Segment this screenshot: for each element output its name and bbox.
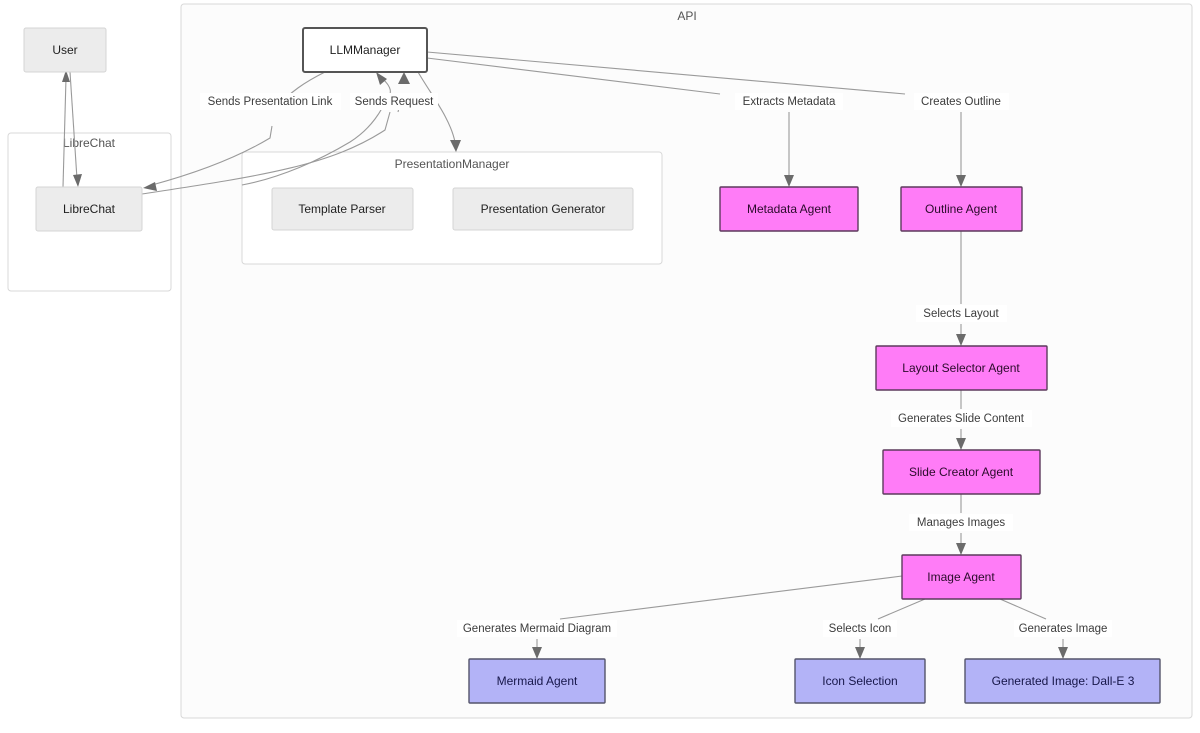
node-presentation-generator[interactable]: Presentation Generator <box>452 187 634 231</box>
edge-label-sends-request: Sends Request <box>350 93 438 110</box>
node-mermaid-agent-rect[interactable] <box>468 658 606 704</box>
edge-librechat-user <box>62 70 70 188</box>
cluster-api-label: API <box>677 9 696 23</box>
edge-label-generates-mermaid-diagram: Generates Mermaid Diagram <box>457 620 617 637</box>
node-user[interactable]: User <box>23 27 107 73</box>
node-layout-selector-agent[interactable]: Layout Selector Agent <box>875 345 1048 391</box>
node-template-parser-rect[interactable] <box>271 187 414 231</box>
node-metadata-agent-label: Metadata Agent <box>747 202 832 216</box>
edge-label-generates-slide-content: Generates Slide Content <box>891 410 1032 427</box>
node-template-parser[interactable]: Template Parser <box>271 187 414 231</box>
edge-label-selects-layout: Selects Layout <box>916 305 1007 322</box>
edge-label-creates-outline: Creates Outline <box>914 93 1009 110</box>
edge-librechat-llmmanager <box>141 72 391 195</box>
node-template-parser-label: Template Parser <box>298 202 385 216</box>
edge-label-text: Extracts Metadata <box>743 96 836 108</box>
node-outline-agent[interactable]: Outline Agent <box>900 186 1023 232</box>
node-librechat-label: LibreChat <box>63 202 116 216</box>
node-image-agent-label: Image Agent <box>927 570 995 584</box>
node-outline-agent-rect[interactable] <box>900 186 1023 232</box>
node-llmmanager[interactable]: LLMManager <box>302 27 428 73</box>
node-slide-creator-agent-label: Slide Creator Agent <box>909 465 1014 479</box>
node-image-agent-rect[interactable] <box>901 554 1022 600</box>
node-icon-selection-label: Icon Selection <box>822 674 897 688</box>
edge-layout-slide <box>956 390 966 450</box>
edge-llmmanager-outline <box>426 51 966 187</box>
edge-label-manages-images: Manages Images <box>909 514 1013 531</box>
edge-image-mermaid <box>532 575 903 659</box>
edge-label-text: Selects Icon <box>829 623 892 635</box>
node-user-label: User <box>52 43 77 57</box>
edge-label-text: Manages Images <box>917 517 1005 529</box>
node-slide-creator-agent-rect[interactable] <box>882 449 1041 495</box>
node-user-rect[interactable] <box>23 27 107 73</box>
edge-label-text: Sends Request <box>355 96 434 108</box>
edge-slide-image <box>956 494 966 555</box>
node-icon-selection[interactable]: Icon Selection <box>794 658 926 704</box>
node-slide-creator-agent[interactable]: Slide Creator Agent <box>882 449 1041 495</box>
node-outline-agent-label: Outline Agent <box>925 202 998 216</box>
edge-image-icon <box>855 598 926 659</box>
edge-label-sends-presentation-link: Sends Presentation Link <box>200 93 341 110</box>
node-llmmanager-rect[interactable] <box>302 27 428 73</box>
node-image-agent[interactable]: Image Agent <box>901 554 1022 600</box>
node-generated-image[interactable]: Generated Image: Dall-E 3 <box>964 658 1161 704</box>
cluster-librechat-label: LibreChat <box>63 136 116 150</box>
edge-label-text: Generates Slide Content <box>898 413 1025 425</box>
node-metadata-agent[interactable]: Metadata Agent <box>719 186 859 232</box>
edge-llmmanager-metadata <box>426 57 794 187</box>
edge-llmmanager-presentationmanager <box>417 71 461 152</box>
edge-label-selects-icon: Selects Icon <box>823 620 897 637</box>
node-generated-image-rect[interactable] <box>964 658 1161 704</box>
edge-layer <box>62 51 1068 659</box>
node-llmmanager-label: LLMManager <box>330 43 401 57</box>
edge-label-text: Creates Outline <box>921 96 1001 108</box>
cluster-presentationmanager-rect <box>241 151 663 265</box>
node-layout-selector-agent-rect[interactable] <box>875 345 1048 391</box>
node-generated-image-label: Generated Image: Dall-E 3 <box>992 674 1135 688</box>
edge-outline-layout <box>956 231 966 346</box>
edge-label-text: Sends Presentation Link <box>208 96 333 108</box>
node-mermaid-agent-label: Mermaid Agent <box>497 674 578 688</box>
edge-label-generates-image: Generates Image <box>1014 620 1112 637</box>
node-icon-selection-rect[interactable] <box>794 658 926 704</box>
edge-label-text: Generates Mermaid Diagram <box>463 623 611 635</box>
cluster-presentationmanager-label: PresentationManager <box>395 157 510 171</box>
node-presentation-generator-label: Presentation Generator <box>481 202 606 216</box>
node-librechat-rect[interactable] <box>35 186 143 232</box>
edge-label-text: Selects Layout <box>923 308 999 320</box>
edge-label-text: Generates Image <box>1019 623 1108 635</box>
edge-user-librechat <box>69 71 82 187</box>
cluster-presentationmanager: PresentationManager <box>241 151 663 265</box>
node-layout-selector-agent-label: Layout Selector Agent <box>902 361 1020 375</box>
node-mermaid-agent[interactable]: Mermaid Agent <box>468 658 606 704</box>
node-metadata-agent-rect[interactable] <box>719 186 859 232</box>
edge-label-extracts-metadata: Extracts Metadata <box>735 93 843 110</box>
node-presentation-generator-rect[interactable] <box>452 187 634 231</box>
node-librechat[interactable]: LibreChat <box>35 186 143 232</box>
edge-image-generated <box>999 598 1068 659</box>
edge-label-layer: Sends Presentation Link Sends Request Ex… <box>200 93 1112 637</box>
node-layer: User LibreChat LLMManager Template Parse… <box>23 27 1161 704</box>
